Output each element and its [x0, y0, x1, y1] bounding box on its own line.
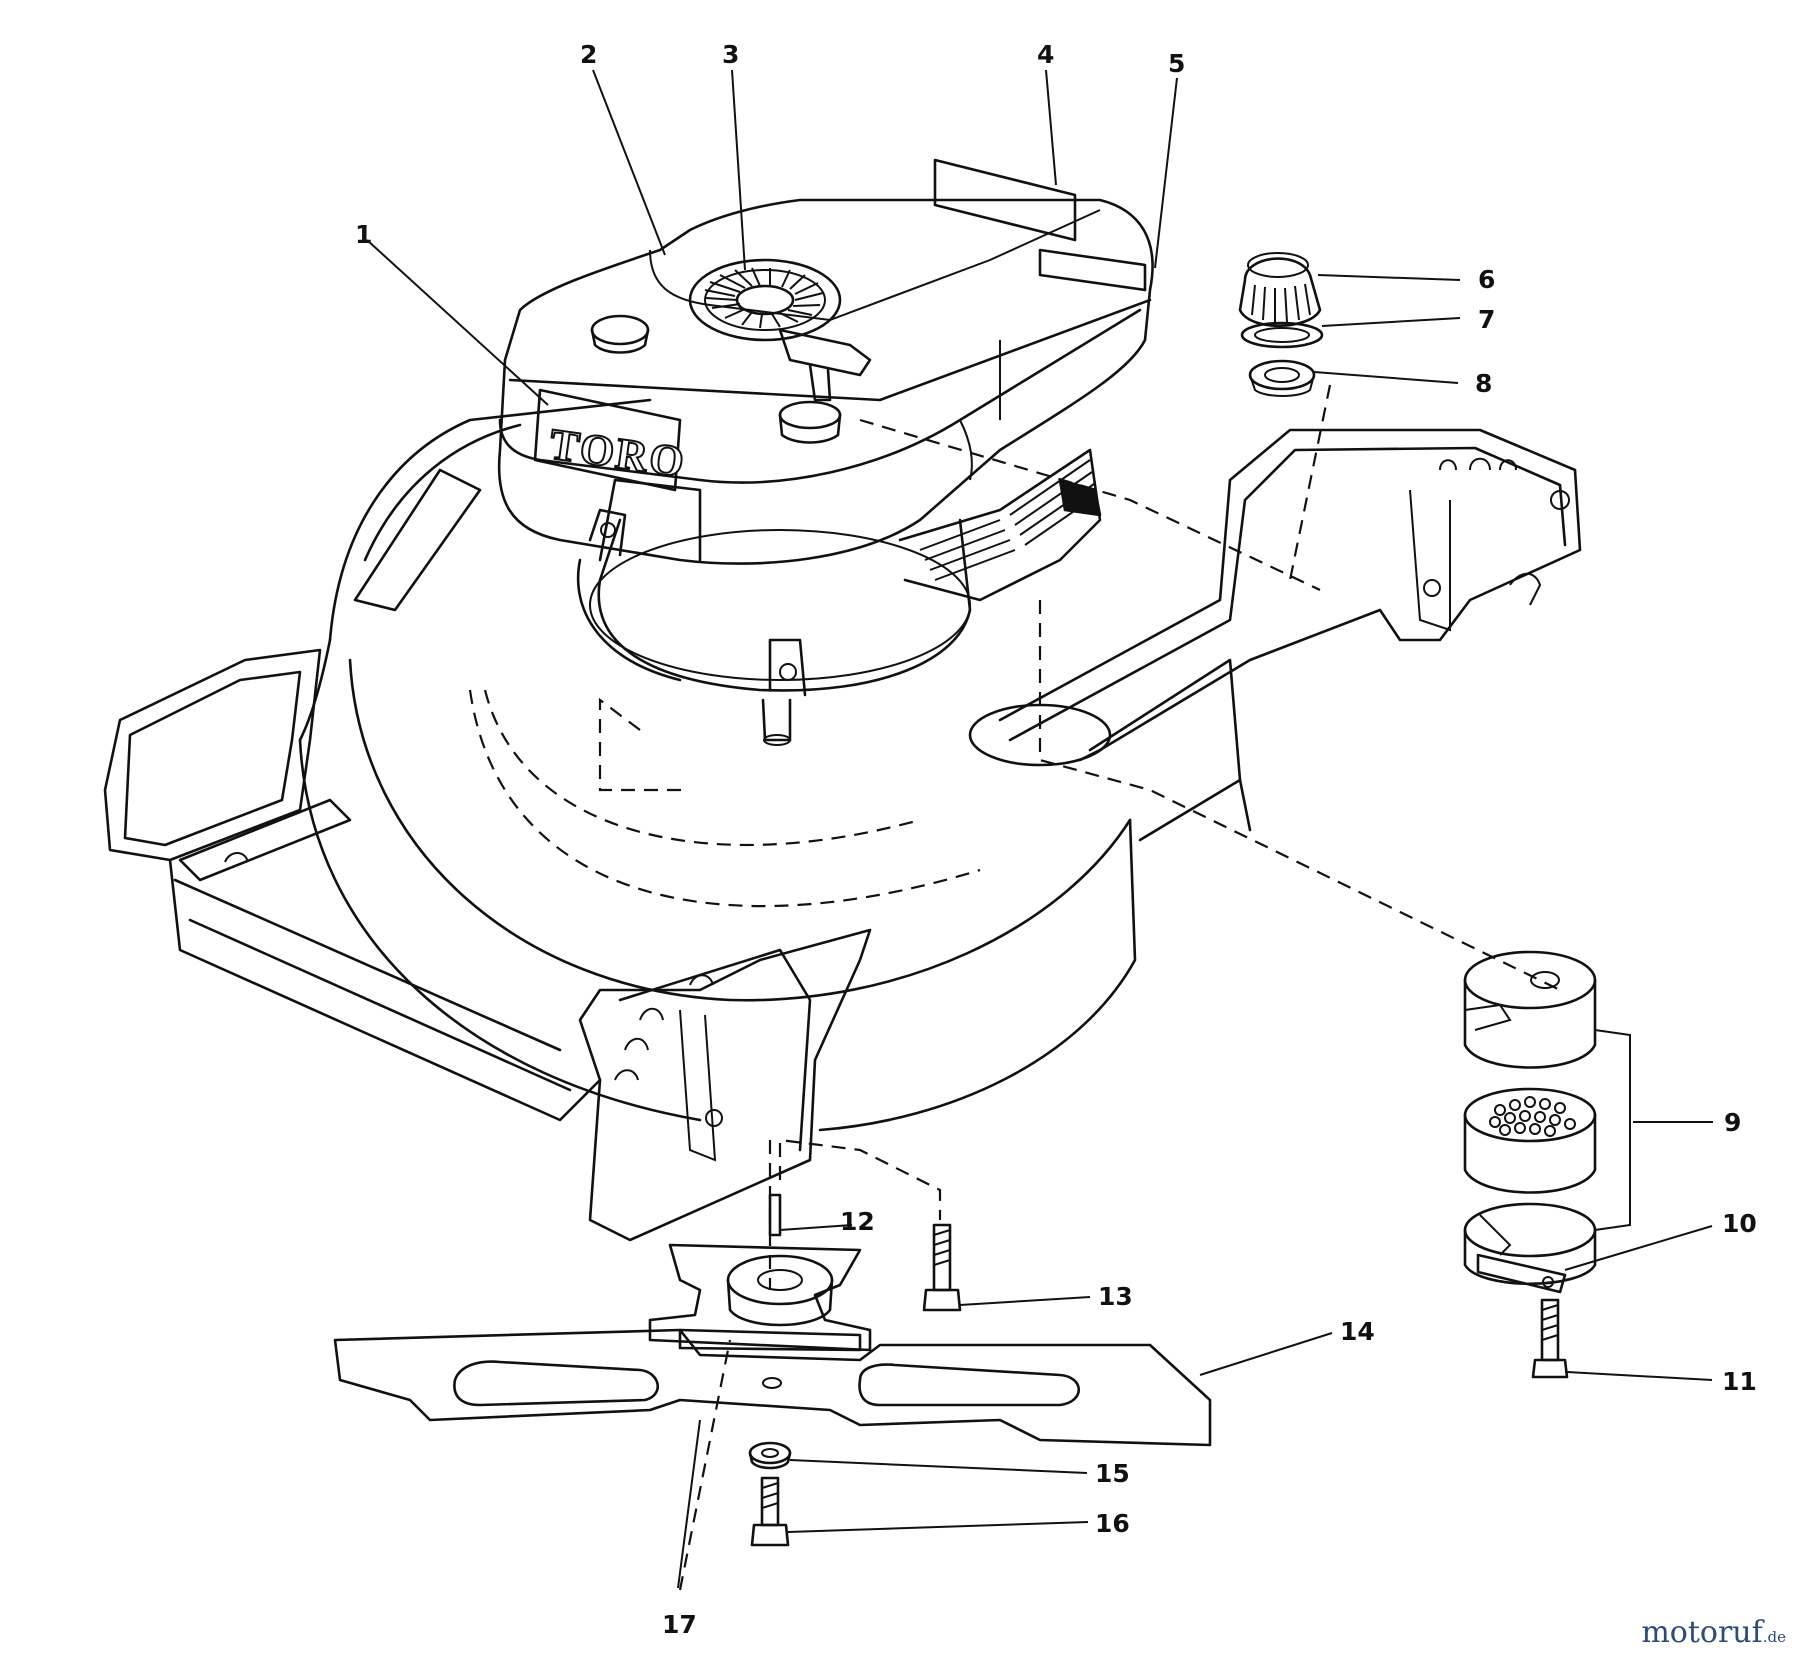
- deck-opening: [968, 703, 1112, 767]
- callout-12: 12: [840, 1207, 875, 1236]
- mower-deck: [103, 398, 1252, 1132]
- callout-1: 1: [355, 220, 372, 249]
- adapter-bolt: [922, 1223, 962, 1312]
- blade-washer: [748, 1441, 792, 1470]
- key-pin: [768, 1193, 782, 1237]
- leader-lines: [366, 69, 1713, 1589]
- watermark-text: motoruf: [1641, 1615, 1763, 1650]
- callout-10: 10: [1722, 1209, 1757, 1238]
- callout-13: 13: [1098, 1282, 1133, 1311]
- grommet: [1248, 359, 1316, 391]
- watermark-logo: motoruf.de: [1641, 1615, 1786, 1650]
- decal-plate: [933, 158, 1077, 242]
- callout-3: 3: [722, 40, 739, 69]
- blade-adapter: [648, 1243, 872, 1352]
- watermark-suffix: .de: [1762, 1628, 1786, 1646]
- callout-14: 14: [1340, 1317, 1375, 1346]
- callout-17: 17: [662, 1610, 697, 1639]
- brand-label: TORO: [547, 419, 689, 487]
- callout-numbers: 1 2 3 4 5 6 7 8 9 10 11 12 13 14 15 16 1…: [355, 40, 1757, 1639]
- callout-7: 7: [1478, 305, 1495, 334]
- cap-assembly: [1238, 252, 1324, 397]
- engine: TORO: [497, 198, 1154, 746]
- blade-bolt: [750, 1476, 790, 1547]
- muffler-assembly: [1463, 950, 1631, 1285]
- front-handle-bracket: [578, 928, 872, 1242]
- assembly-lines: [468, 384, 1561, 1591]
- callout-16: 16: [1095, 1509, 1130, 1538]
- callout-11: 11: [1722, 1367, 1757, 1396]
- tab-washer: [1476, 1253, 1567, 1294]
- mower-blade: [333, 1328, 1212, 1447]
- callout-15: 15: [1095, 1459, 1130, 1488]
- callout-5: 5: [1168, 49, 1185, 78]
- callout-8: 8: [1475, 369, 1492, 398]
- washer: [1240, 321, 1324, 349]
- callout-9: 9: [1724, 1108, 1741, 1137]
- rear-handle-bracket: [998, 428, 1582, 762]
- callout-4: 4: [1037, 40, 1054, 69]
- callout-2: 2: [580, 40, 597, 69]
- callout-6: 6: [1478, 265, 1495, 294]
- decal-strip: [1038, 248, 1147, 292]
- muffler-bolt: [1531, 1298, 1569, 1379]
